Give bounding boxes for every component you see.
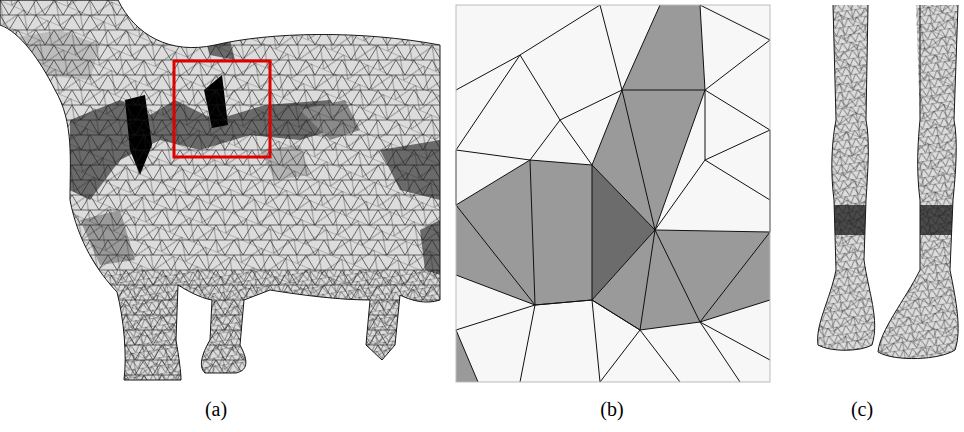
panel-label: (a) — [205, 398, 227, 421]
panel-label: (c) — [851, 398, 873, 421]
panel-label: (b) — [600, 398, 623, 421]
